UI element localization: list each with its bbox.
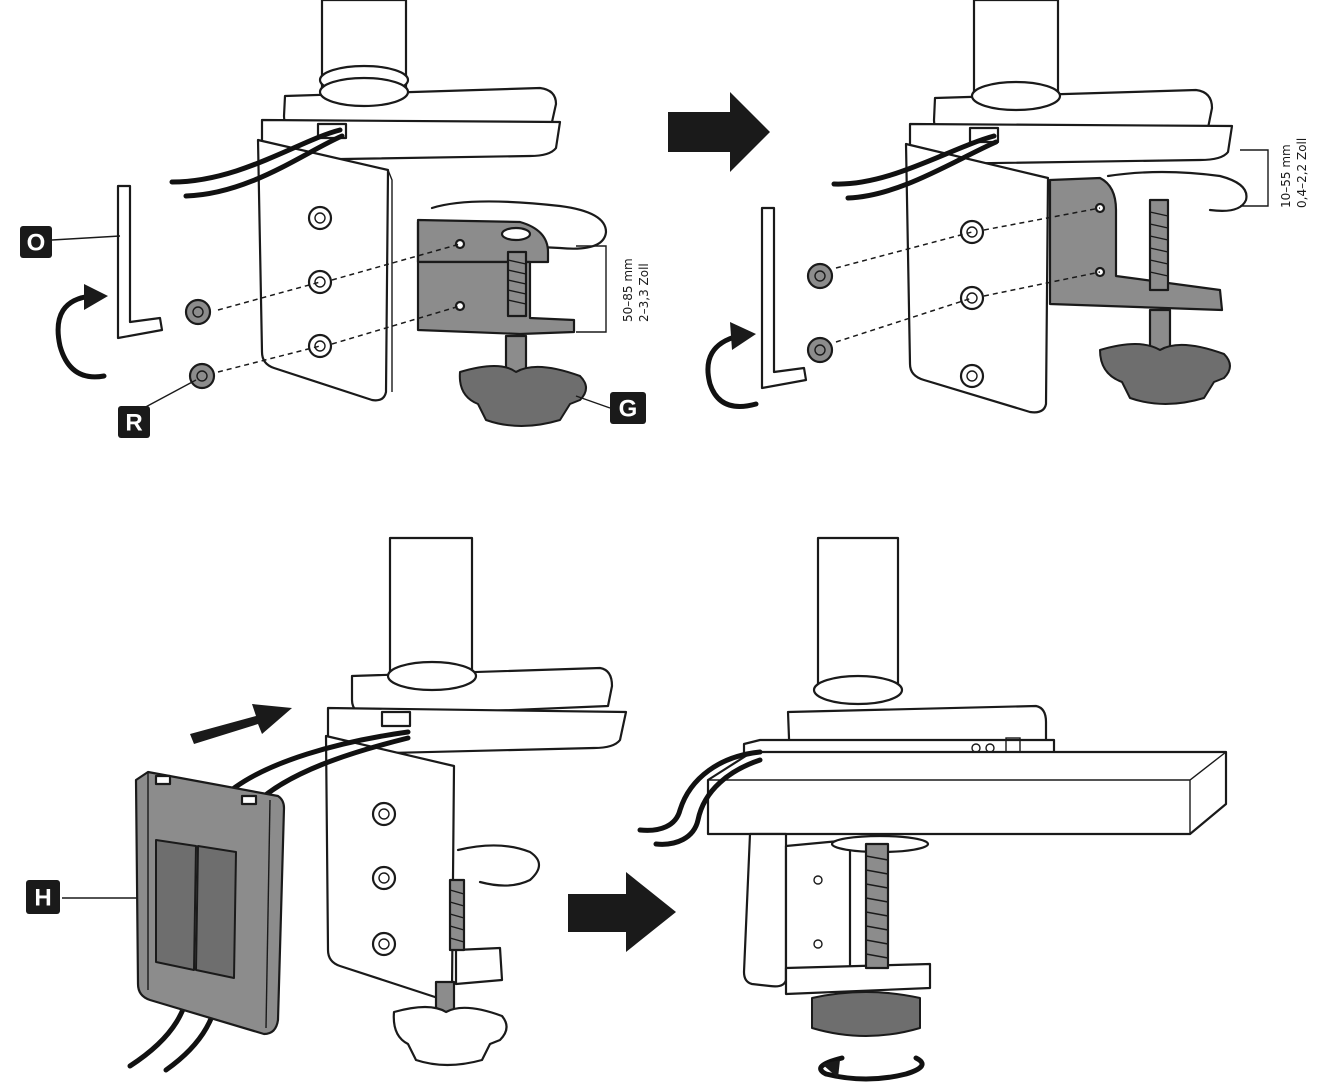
rotation-arrow-icon <box>55 293 107 380</box>
panel-step-4 <box>637 536 1228 1082</box>
clamp-range-inch: 2–3,3 Zoll <box>637 263 651 322</box>
label-h: H <box>34 885 51 912</box>
label-g-box <box>610 392 646 424</box>
hex-key <box>116 184 164 340</box>
desk-range-mm: 10–55 mm <box>1279 144 1293 208</box>
step-arrow-icon <box>568 872 676 952</box>
panel-step-3: H <box>26 536 628 1073</box>
dimension-bracket <box>576 245 607 333</box>
label-o-box <box>20 226 52 258</box>
clamp-plate <box>256 138 390 402</box>
slide-arrow-icon <box>190 704 292 744</box>
cable <box>169 127 343 185</box>
screw <box>184 298 216 390</box>
label-r: R <box>125 410 142 437</box>
panel-step-1: 50–85 mm 2–3,3 Zoll O R G <box>20 0 651 438</box>
label-h-box <box>26 880 60 914</box>
cable-cover <box>134 770 286 1036</box>
clamp-bracket <box>416 200 608 427</box>
clamp-knob <box>811 991 921 1037</box>
desk <box>706 750 1228 836</box>
clamp-knob <box>458 365 587 427</box>
desk-range-inch: 0,4–2,2 Zoll <box>1295 138 1309 208</box>
label-r-box <box>118 406 150 438</box>
label-g: G <box>619 396 638 423</box>
clamp-range-mm: 50–85 mm <box>621 258 635 322</box>
step-arrow-icon <box>668 92 770 172</box>
panel-step-2: 10–55 mm 0,4–2,2 Zoll <box>705 0 1309 414</box>
label-o: O <box>27 230 46 257</box>
rotation-arrow-icon <box>818 1055 925 1082</box>
